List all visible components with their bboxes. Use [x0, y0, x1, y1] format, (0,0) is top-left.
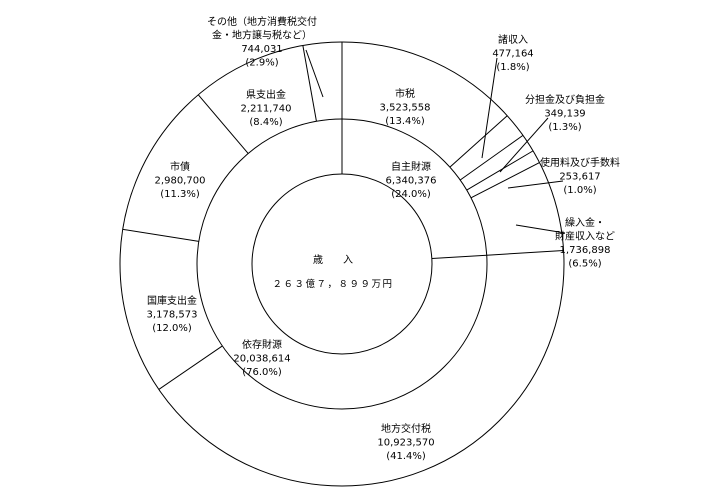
- outer-divider-6: [158, 345, 223, 390]
- outer-divider-1: [449, 115, 508, 168]
- center-title: 歳 入: [313, 254, 353, 266]
- inner-segment-1-percent: (76.0%): [242, 367, 282, 378]
- outer-divider-5: [486, 250, 564, 256]
- inner-segment-1-value: 20,038,614: [233, 354, 290, 365]
- outer-segment-0-name: 市税: [395, 87, 415, 100]
- leader-lines: [305, 49, 566, 234]
- outer-divider-9: [302, 45, 317, 122]
- inner-segment-0-percent: (24.0%): [391, 189, 431, 200]
- outer-segment-2-value: 349,139: [544, 109, 585, 120]
- center-label: 歳 入 ２６３億７，８９９万円: [272, 254, 393, 290]
- inner-divider-1: [431, 254, 487, 260]
- outer-segment-1-name: 諸収入: [498, 33, 528, 46]
- outer-segment-7-name: 市債: [170, 160, 190, 173]
- outer-segment-7-value: 2,980,700: [155, 176, 206, 187]
- outer-segment-5-value: 10,923,570: [377, 438, 434, 449]
- outer-segment-4-percent: (6.5%): [568, 259, 601, 270]
- outer-segment-0-percent: (13.4%): [385, 116, 425, 127]
- leader-line-1: [481, 57, 498, 159]
- outer-segment-6-name: 国庫支出金: [147, 294, 197, 307]
- inner-segment-0-value: 6,340,376: [386, 176, 437, 187]
- outer-divider-4: [470, 162, 540, 199]
- outer-segment-9-percent: (2.9%): [245, 58, 278, 69]
- segment-dividers: [122, 42, 564, 390]
- outer-segment-2-name: 分担金及び負担金: [525, 93, 605, 106]
- outer-segment-9-value: 744,031: [241, 44, 282, 55]
- leader-line-2: [499, 117, 549, 173]
- outer-segment-1-value: 477,164: [492, 49, 533, 60]
- outer-segment-8-name: 県支出金: [246, 88, 286, 101]
- outer-segment-4-value: 1,736,898: [560, 245, 611, 256]
- outer-segment-8-value: 2,211,740: [241, 104, 292, 115]
- leader-line-3: [507, 180, 564, 189]
- center-total: ２６３億７，８９９万円: [272, 278, 393, 290]
- segment-labels: 市税 3,523,558 (13.4%) 諸収入 477,164 (1.8%) 分担金及び負…: [147, 15, 620, 462]
- outer-segment-7-percent: (11.3%): [160, 189, 200, 200]
- outer-divider-2: [459, 134, 524, 181]
- outer-segment-3-name: 使用料及び手数料: [540, 156, 620, 169]
- outer-divider-8: [197, 94, 249, 154]
- outer-segment-4-name: 財産収入など: [555, 230, 615, 243]
- leader-line-9: [305, 49, 324, 98]
- outer-segment-2-percent: (1.3%): [548, 122, 581, 133]
- outer-segment-5-percent: (41.4%): [386, 451, 426, 462]
- outer-segment-9-name: 金・地方譲与税など）: [212, 29, 312, 42]
- outer-segment-0-value: 3,523,558: [380, 103, 431, 114]
- outer-divider-7: [122, 228, 199, 242]
- inner-segment-0-name: 自主財源: [391, 160, 431, 173]
- outer-segment-6-percent: (12.0%): [152, 323, 192, 334]
- outer-segment-9-name: その他（地方消費税交付: [207, 15, 317, 28]
- outer-segment-3-value: 253,617: [559, 172, 600, 183]
- inner-segment-1-name: 依存財源: [242, 338, 282, 351]
- outer-segment-3-percent: (1.0%): [563, 185, 596, 196]
- outer-divider-3: [466, 150, 534, 191]
- outer-segment-4-name: 繰入金・: [565, 216, 605, 229]
- outer-segment-6-value: 3,178,573: [147, 310, 198, 321]
- outer-segment-1-percent: (1.8%): [496, 62, 529, 73]
- outer-segment-5-name: 地方交付税: [381, 422, 431, 435]
- outer-segment-8-percent: (8.4%): [249, 117, 282, 128]
- leader-line-4: [515, 224, 566, 234]
